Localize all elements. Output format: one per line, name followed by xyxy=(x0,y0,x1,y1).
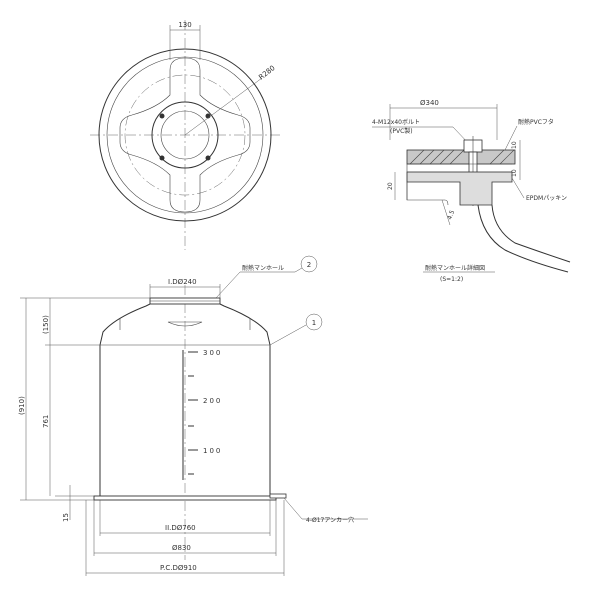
dim-910-label: (910) xyxy=(18,396,26,415)
detail-scale: (S=1:2) xyxy=(440,276,463,283)
bolt-label: 4-M12x40ボルト xyxy=(372,118,420,126)
top-view: 130 R280 xyxy=(90,20,280,250)
anchor-tab xyxy=(269,493,287,499)
tank-right-shoulder xyxy=(219,303,271,346)
bolt-hole xyxy=(205,155,211,161)
tank-shoulder-circle xyxy=(106,56,264,214)
tank-wall-outer xyxy=(491,204,571,263)
scale-label-300: 300 xyxy=(203,349,222,357)
bolt-material-label: (PVC製) xyxy=(390,127,413,135)
anchor-leader xyxy=(283,497,303,520)
top-view-pcd-circle xyxy=(124,74,246,196)
manhole-label: 耐熱マンホール xyxy=(242,264,284,272)
dim-10-top-label: 10 xyxy=(511,141,518,149)
radius-label: R280 xyxy=(257,64,276,82)
tank-outer-rim xyxy=(98,48,272,222)
dim-830-label: Ø830 xyxy=(172,544,191,552)
gasket-label: EPDMパッキン xyxy=(526,195,567,202)
scale-label-100: 100 xyxy=(203,447,222,455)
callout-2-link xyxy=(294,267,303,273)
shoulder-recess xyxy=(167,321,203,327)
tank-base xyxy=(93,495,277,501)
callout-2-circle xyxy=(300,255,318,273)
dim-45-leader xyxy=(441,199,451,226)
scale-label-200: 200 xyxy=(203,397,222,405)
tank-left-shoulder xyxy=(99,303,151,346)
manhole-leader xyxy=(215,271,241,299)
dim-130-label: 130 xyxy=(178,21,191,29)
dim-10-bottom-label: 10 xyxy=(511,169,518,177)
radius-leader xyxy=(184,77,263,136)
callout-1-label: 1 xyxy=(312,319,316,327)
manhole-detail-view: Ø340 4-M12x40ボルト (PVC製) 耐熱PVCフタ 10 10 20 xyxy=(372,99,571,283)
bolt-hole xyxy=(159,155,165,161)
cap-label: 耐熱PVCフタ xyxy=(518,118,554,126)
cap-leader xyxy=(504,125,518,151)
dim-id760-label: II.DØ760 xyxy=(165,524,196,532)
manhole-flange xyxy=(151,101,219,169)
dim-id240-label: I.DØ240 xyxy=(168,278,197,286)
dim-15-label: 15 xyxy=(62,513,70,522)
callout-1-circle xyxy=(305,313,323,331)
cap-hatch xyxy=(409,149,515,165)
callout-2-label: 2 xyxy=(307,261,311,269)
dim-20-label: 20 xyxy=(387,182,394,190)
cap-plate xyxy=(406,149,516,165)
manhole-opening xyxy=(160,110,210,160)
front-view: 300 200 100 I.DØ240 耐熱マンホール 2 1 (910) (1… xyxy=(18,255,368,576)
dim-45-label: 4.5 xyxy=(446,209,456,221)
dim-pcd910-label: P.C.DØ910 xyxy=(160,564,197,572)
anchor-label: 4-Ø17アンカー穴 xyxy=(306,516,354,524)
dim-340-label: Ø340 xyxy=(420,99,439,107)
detail-caption: 耐熱マンホール詳細図 xyxy=(425,264,485,272)
bolt-hole xyxy=(159,113,165,119)
flange-inner-lip xyxy=(406,182,449,206)
cross-rib-outline xyxy=(119,57,251,213)
dim-150-label: (150) xyxy=(42,315,50,334)
tank-wall-inner xyxy=(477,204,569,273)
callout-1-leader xyxy=(269,324,307,346)
dim-761-label: 761 xyxy=(42,415,50,428)
gasket-leader xyxy=(511,177,525,199)
